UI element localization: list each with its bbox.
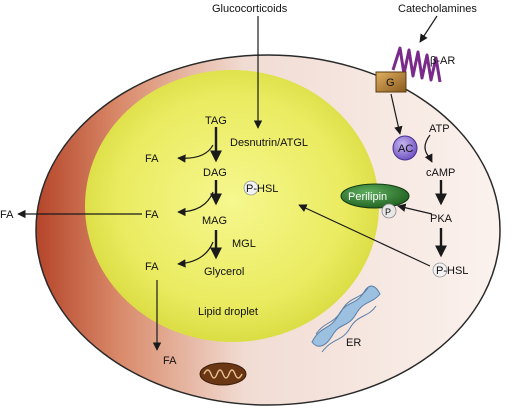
- beta-ar-label: β-AR: [430, 55, 455, 67]
- catecholamines-label: Catecholamines: [398, 3, 477, 15]
- mgl-label: MGL: [232, 238, 256, 250]
- perilipin-phosphate-icon: [381, 203, 397, 219]
- atp-to-camp-arrow: [424, 134, 433, 163]
- g-protein-box: [375, 71, 407, 93]
- glycerol-label: Glycerol: [204, 266, 244, 278]
- fa-tag-label: FA: [145, 153, 159, 165]
- mitochondrion-icon: [199, 362, 247, 386]
- perilipin-icon: [340, 183, 410, 209]
- fa-dag-label: FA: [145, 209, 159, 221]
- fa-mag-label: FA: [145, 261, 159, 273]
- mag-label: MAG: [202, 215, 227, 227]
- adenylyl-cyclase-icon: [392, 135, 418, 161]
- pka-to-perilipin-arrow: [397, 203, 433, 215]
- pka-label: PKA: [430, 213, 453, 225]
- camp-label: cAMP: [426, 167, 455, 179]
- phsl-outer-label: P-HSL: [436, 265, 468, 277]
- ac-label: AC: [398, 143, 413, 155]
- lipid-droplet: [85, 70, 379, 342]
- catecholamines-arrow: [419, 15, 438, 43]
- phsl-inner-label: P-HSL: [246, 183, 278, 195]
- perilipin-label: Perilipin: [348, 191, 387, 203]
- mag-fa-release-arrow: [177, 241, 214, 268]
- g-protein-label: G: [386, 77, 395, 89]
- lipid-droplet-label: Lipid droplet: [198, 306, 258, 318]
- phsl-translocation-arrow: [298, 204, 431, 267]
- er-icon: [311, 285, 381, 353]
- fa-outside-label: FA: [0, 209, 14, 221]
- desnutrin-atgl-label: Desnutrin/ATGL: [230, 137, 308, 149]
- dag-label: DAG: [203, 167, 227, 179]
- atp-label: ATP: [429, 123, 450, 135]
- er-label: ER: [346, 337, 361, 349]
- phsl-outer-phosphate-icon: [432, 262, 448, 278]
- glucocorticoids-label: Glucocorticoids: [212, 3, 288, 15]
- dag-fa-release-arrow: [177, 191, 214, 217]
- tag-fa-release-arrow: [177, 144, 214, 163]
- perilipin-phosphate-label: P: [385, 207, 391, 217]
- g-to-ac-arrow: [390, 93, 403, 135]
- phsl-inner-phosphate-icon: [243, 180, 259, 196]
- fa-bottom-label: FA: [163, 355, 177, 367]
- beta-ar-receptor-icon: [391, 46, 442, 83]
- tag-label: TAG: [205, 115, 227, 127]
